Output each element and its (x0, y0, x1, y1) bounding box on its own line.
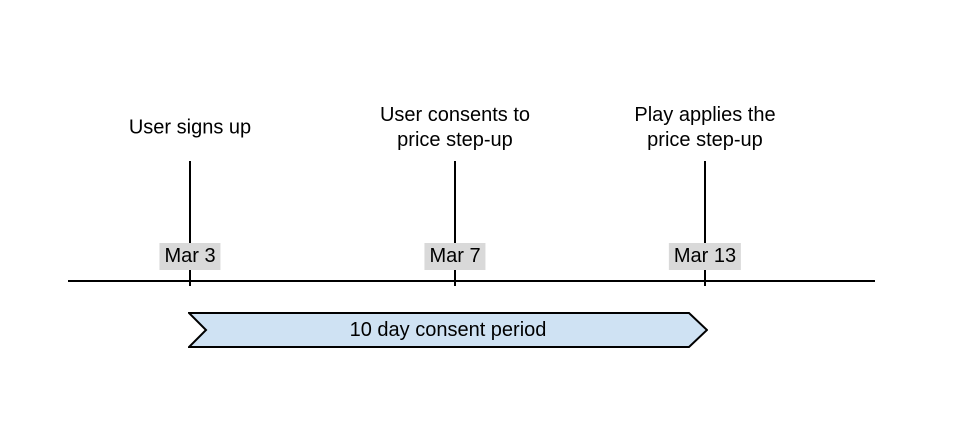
event-tick-line (704, 161, 706, 286)
banner-label: 10 day consent period (349, 318, 547, 341)
event-date-badge: Mar 3 (159, 243, 221, 270)
event-tick-line (189, 161, 191, 286)
event-date-badge: Mar 7 (424, 243, 486, 270)
banner-arrow-shape (188, 312, 708, 348)
consent-period-banner: 10 day consent period (188, 312, 708, 348)
event-date-badge: Mar 13 (668, 243, 742, 270)
timeline-axis (68, 280, 875, 282)
event-title: User signs up (128, 116, 252, 139)
event-title: User consents to price step-up (379, 104, 531, 151)
event-tick-line (454, 161, 456, 286)
event-title: Play applies the price step-up (634, 104, 776, 151)
